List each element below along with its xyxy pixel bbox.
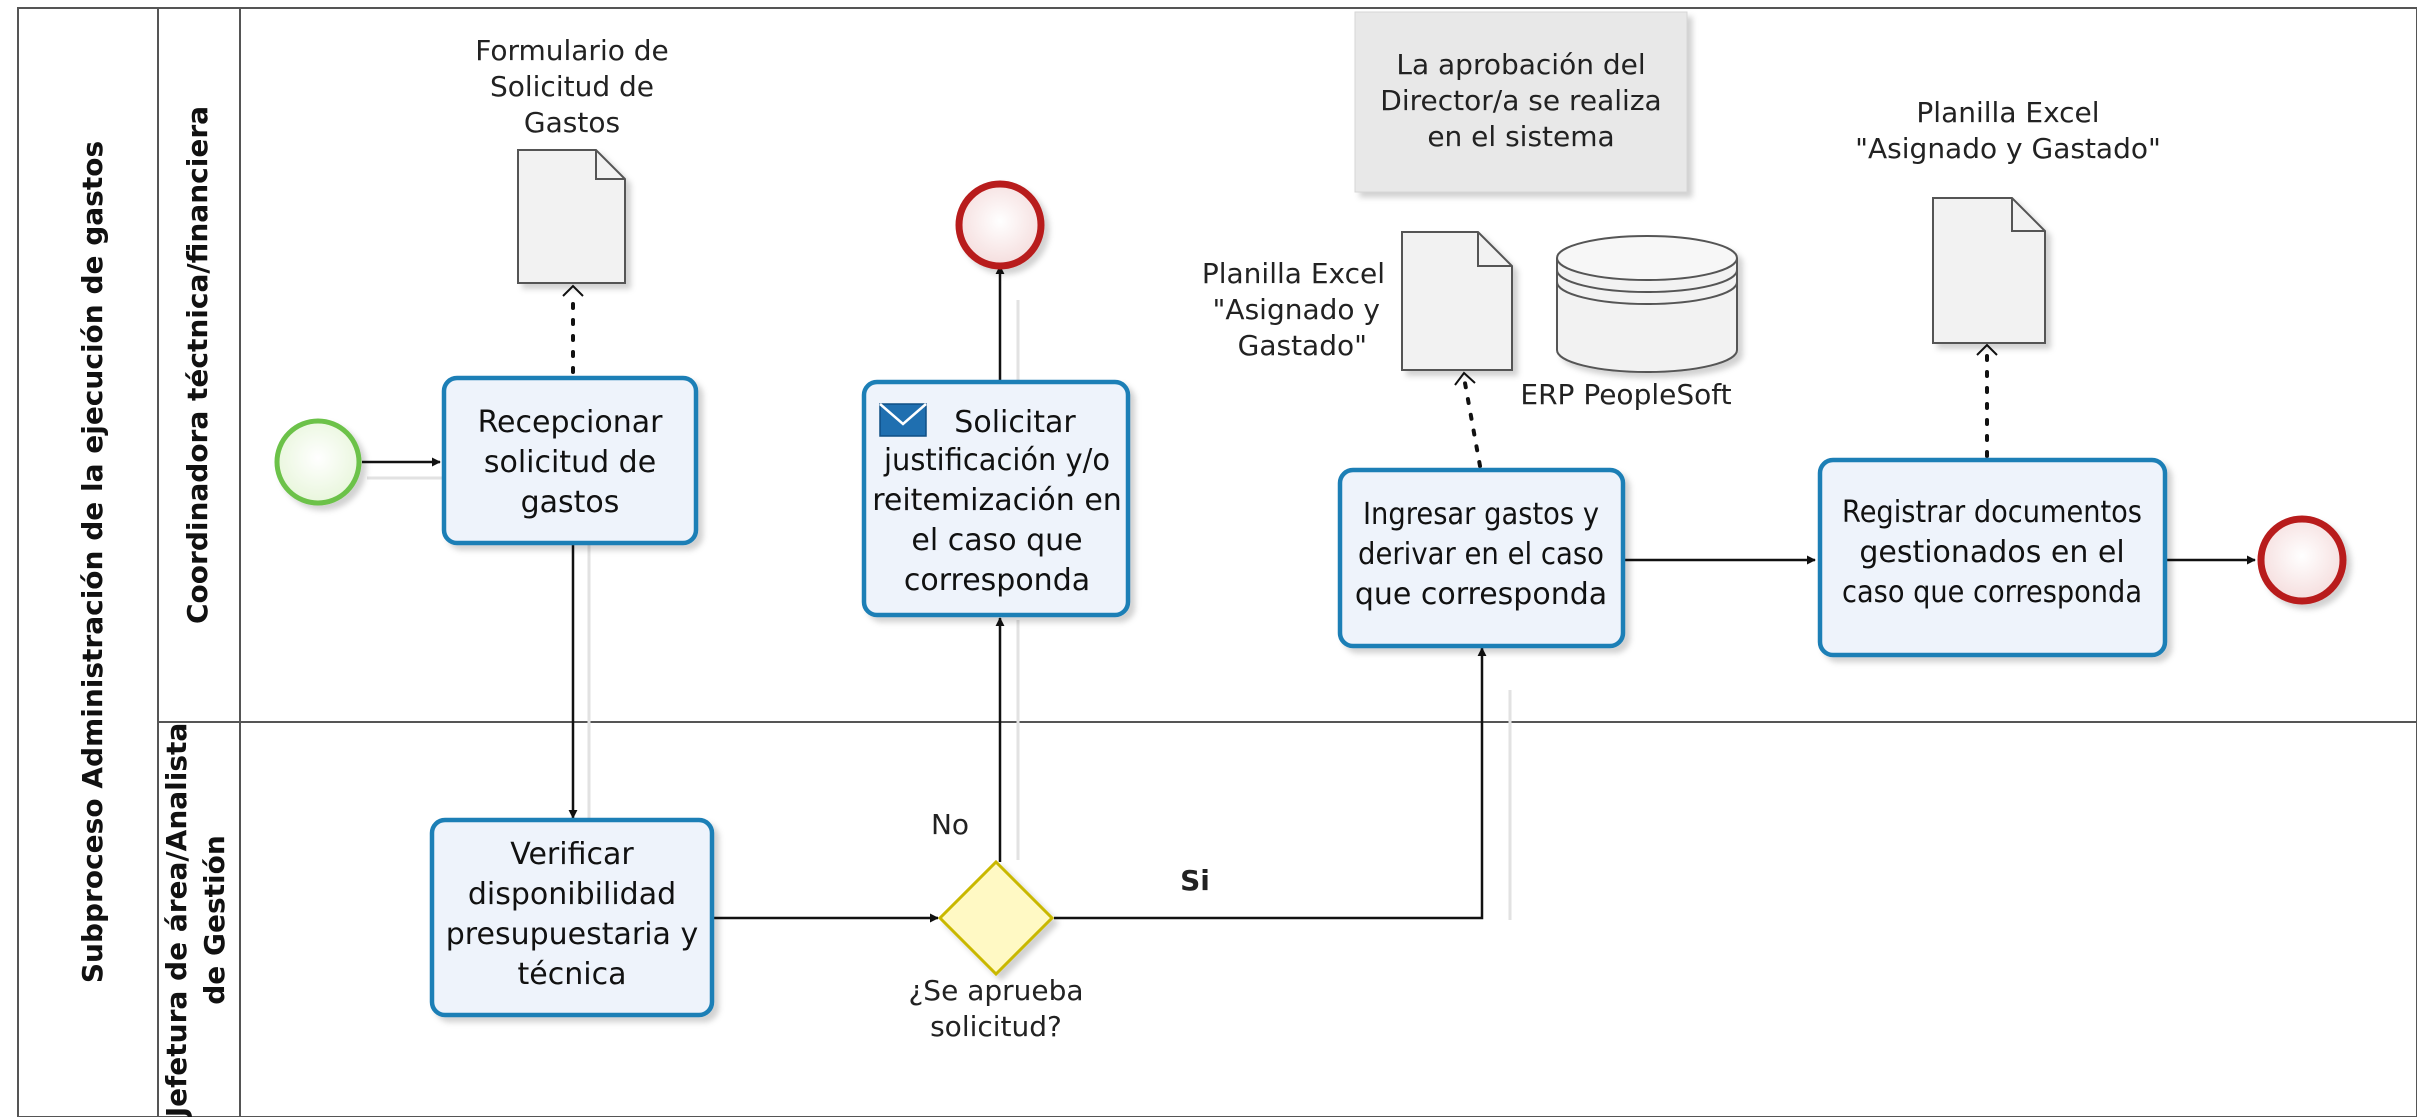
task-verificar-line2: disponibilidad (468, 877, 676, 912)
task-verificar[interactable]: Verificar disponibilidad presupuestaria … (429, 817, 715, 1018)
assoc-arrowhead-formulario (562, 284, 584, 297)
task-ingresar-line2: derivar en el caso (1358, 537, 1604, 572)
task-registrar-line2: gestionados en el (1859, 535, 2124, 570)
planilla-left-label-line1: Planilla Excel (1202, 257, 1385, 290)
note-line1: La aprobación del (1396, 48, 1645, 81)
task-solicitar-line5: corresponda (904, 563, 1090, 598)
lane-label-jefetura-line2: de Gestión (198, 835, 231, 1005)
ghost-lines (367, 300, 1512, 920)
end-event-top[interactable] (955, 180, 1045, 270)
planilla-left-label-line2: "Asignado y (1213, 293, 1380, 326)
task-solicitar[interactable]: Solicitar justificación y/o reitemizació… (861, 379, 1131, 618)
assoc-arrowhead-planilla-right (1976, 343, 1998, 356)
gateway-approval[interactable] (937, 859, 1055, 977)
formulario-label-line3: Gastos (524, 106, 620, 139)
formulario-label-line2: Solicitud de (490, 70, 654, 103)
note-box-approval[interactable] (1354, 11, 1688, 193)
task-ingresar[interactable]: Ingresar gastos y derivar en el caso que… (1337, 467, 1626, 649)
task-verificar-line3: presupuestaria y (446, 917, 698, 952)
task-registrar[interactable]: Registrar documentos gestionados en el c… (1817, 457, 2168, 658)
task-ingresar-line1: Ingresar gastos y (1363, 497, 1599, 532)
database-icon-erp[interactable] (1556, 235, 1738, 373)
task-solicitar-line2: justificación y/o (883, 443, 1110, 478)
gateway-no-label: No (931, 808, 969, 841)
document-icon-planilla-left[interactable] (1401, 231, 1513, 371)
task-recepcionar-line1: Recepcionar (478, 405, 664, 440)
gateway-label-line1: ¿Se aprueba (908, 974, 1083, 1007)
task-ingresar-line3: que corresponda (1355, 577, 1607, 612)
task-recepcionar[interactable]: Recepcionar solicitud de gastos (441, 375, 699, 546)
task-solicitar-line1: Solicitar (954, 405, 1076, 440)
pool: Subproceso Administración de la ejecució… (17, 7, 2417, 1117)
planilla-left-label-line3: Gastado" (1238, 329, 1367, 362)
pool-border (17, 7, 2417, 1117)
gateway-label-line2: solicitud? (930, 1010, 1062, 1043)
assoc-arrowhead-planilla-left (1454, 371, 1476, 386)
associations (562, 284, 1998, 468)
assoc-ingresar-planilla (1463, 381, 1482, 468)
planilla-right-label-line2: "Asignado y Gastado" (1855, 132, 2161, 165)
planilla-right-label-line1: Planilla Excel (1916, 96, 2099, 129)
envelope-icon (879, 403, 927, 437)
start-event[interactable] (274, 418, 362, 506)
note-line2: Director/a se realiza (1380, 84, 1661, 117)
task-recepcionar-line3: gastos (521, 485, 620, 520)
task-registrar-line1: Registrar documentos (1842, 495, 2142, 530)
end-event-right[interactable] (2257, 515, 2347, 605)
document-icon-formulario[interactable] (517, 149, 626, 284)
task-solicitar-line3: reitemización en (872, 483, 1122, 518)
note-line3: en el sistema (1427, 120, 1614, 153)
document-icon-planilla-right[interactable] (1932, 197, 2046, 344)
lane-label-jefetura-line1: Jefetura de área/Analista (160, 723, 193, 1117)
gateway-si-label: Si (1180, 864, 1210, 897)
lane-label-coordinadora: Coordinadora téctnica/financiera (181, 106, 214, 624)
task-verificar-line4: técnica (518, 957, 627, 992)
task-registrar-line3: caso que corresponda (1842, 575, 2142, 610)
erp-label: ERP PeopleSoft (1520, 378, 1731, 411)
pool-label: Subproceso Administración de la ejecució… (76, 141, 109, 983)
task-verificar-line1: Verificar (510, 837, 634, 872)
flow-gateway-si-to-ingresar (1054, 647, 1487, 920)
formulario-label-line1: Formulario de (475, 34, 669, 67)
sequence-flows (362, 265, 2256, 923)
task-solicitar-line4: el caso que (911, 523, 1082, 558)
task-recepcionar-line2: solicitud de (484, 445, 656, 480)
